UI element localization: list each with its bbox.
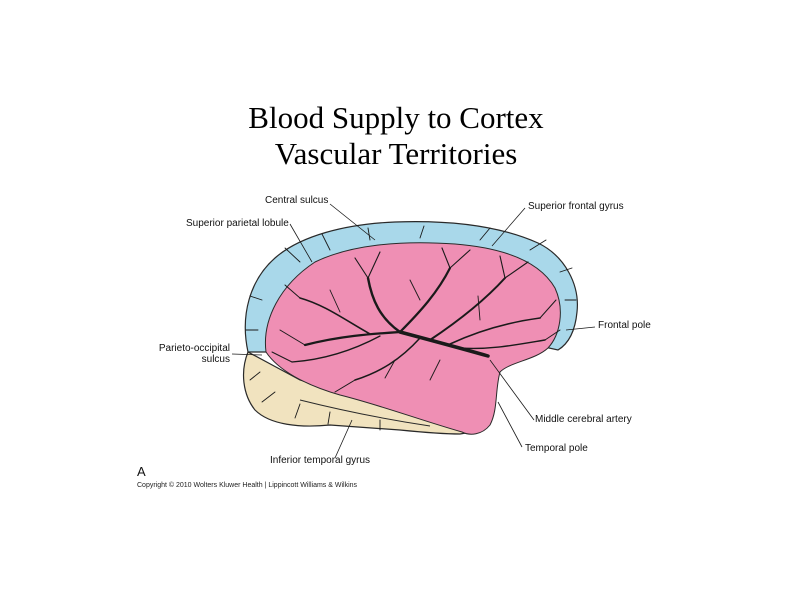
copyright-notice: Copyright © 2010 Wolters Kluwer Health |… — [137, 482, 358, 489]
title-line-1: Blood Supply to Cortex — [248, 100, 544, 135]
label-superior-frontal-gyrus: Superior frontal gyrus — [528, 201, 624, 212]
label-parieto-occipital-sulcus: Parieto-occipital sulcus — [148, 343, 230, 365]
middle-cerebral-artery-branches — [245, 225, 577, 431]
label-inferior-temporal-gyrus: Inferior temporal gyrus — [270, 455, 371, 466]
label-central-sulcus: Central sulcus — [265, 195, 329, 206]
label-parieto-occipital-line1: Parieto-occipital — [158, 343, 230, 354]
temporal-lobe-edge — [299, 399, 431, 427]
slide-title: Blood Supply to Cortex Vascular Territor… — [0, 100, 792, 172]
posterior-cerebral-territory — [242, 351, 473, 435]
panel-letter: A — [137, 464, 146, 479]
label-middle-cerebral-artery: Middle cerebral artery — [535, 414, 632, 425]
label-frontal-pole: Frontal pole — [598, 320, 651, 331]
title-line-2: Vascular Territories — [274, 136, 518, 171]
middle-cerebral-territory — [264, 242, 561, 435]
leader-lines — [231, 203, 596, 459]
label-parieto-occipital-line2: sulcus — [201, 354, 230, 365]
label-superior-parietal-lobule: Superior parietal lobule — [186, 218, 289, 229]
label-temporal-pole: Temporal pole — [525, 443, 588, 454]
